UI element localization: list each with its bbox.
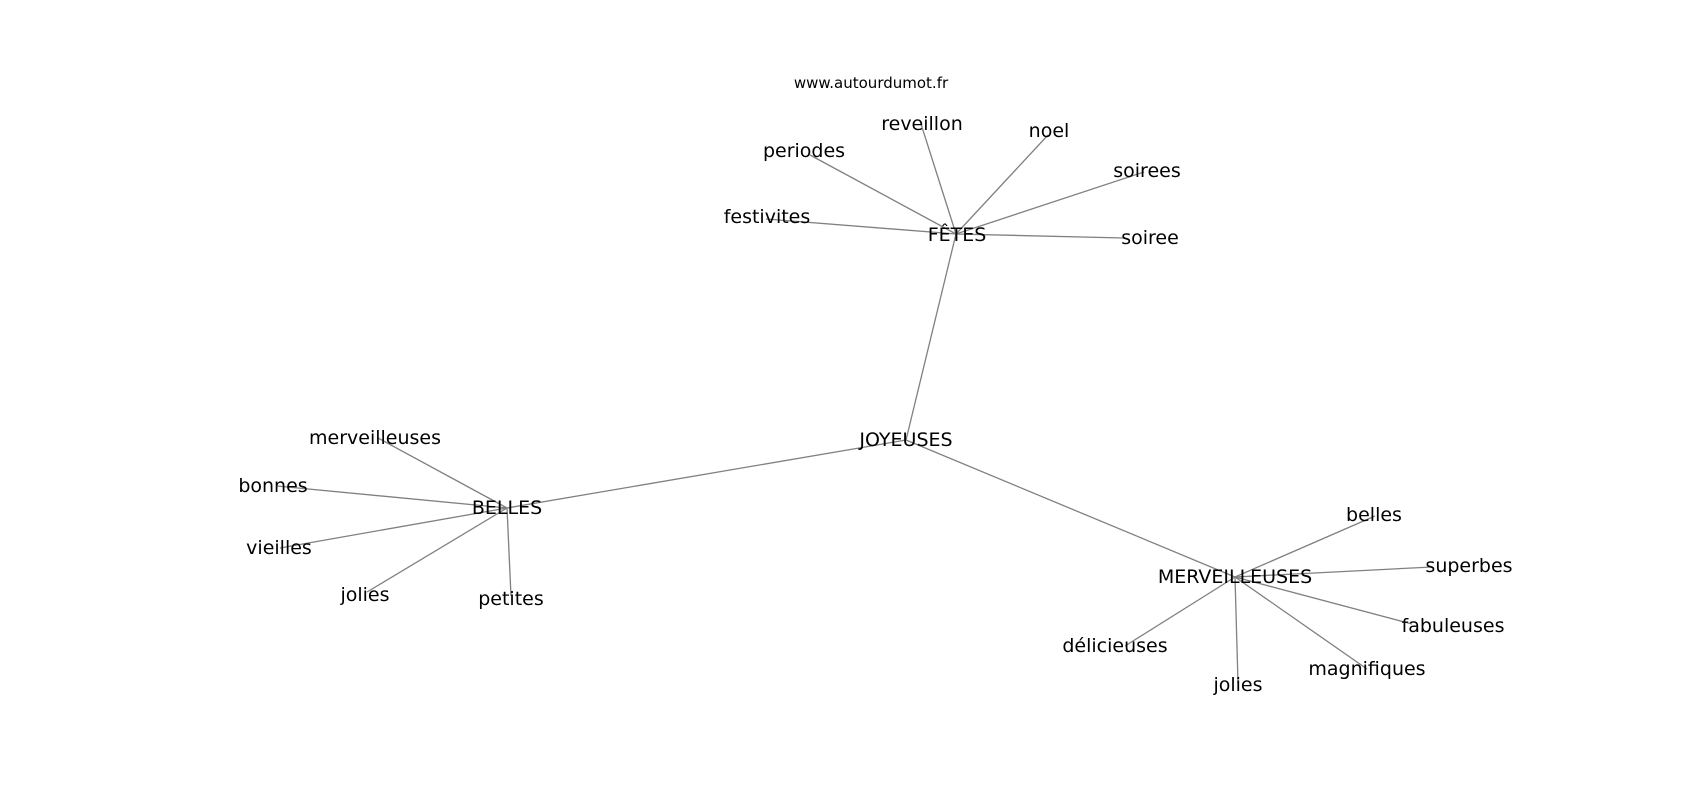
edge-center-fetes <box>905 233 957 441</box>
node-leaf-belles-3[interactable]: jolies <box>339 584 389 606</box>
edge-belles-2 <box>279 507 508 549</box>
edge-fetes-0 <box>920 123 957 235</box>
watermark: www.autourdumot.fr <box>794 74 949 92</box>
node-leaf-belles-2[interactable]: vieilles <box>246 537 312 559</box>
node-leaf-belles-0[interactable]: merveilleuses <box>309 427 441 449</box>
edge-merveilleuses-3 <box>1124 576 1236 647</box>
edge-center-merveilleuses <box>905 439 1236 578</box>
node-leaf-fetes-0[interactable]: reveillon <box>881 113 963 135</box>
edge-merveilleuses-1 <box>1234 566 1433 578</box>
node-hub-fetes[interactable]: FÊTES <box>928 223 987 246</box>
edge-belles-4 <box>506 507 512 597</box>
edge-fetes-2 <box>809 154 957 235</box>
edge-belles-0 <box>377 437 508 509</box>
edge-belles-3 <box>366 507 508 593</box>
graph-labels: www.autourdumot.fr JOYEUSES FÊTES reveill… <box>238 74 1512 696</box>
node-hub-belles[interactable]: BELLES <box>472 497 542 519</box>
node-leaf-merveilleuses-1[interactable]: superbes <box>1425 555 1512 577</box>
edge-fetes-3 <box>955 171 1145 235</box>
edge-center-belles <box>506 439 907 509</box>
node-hub-merveilleuses[interactable]: MERVEILLEUSES <box>1158 566 1312 588</box>
node-leaf-fetes-5[interactable]: soiree <box>1121 227 1179 249</box>
graph-edges <box>276 123 1433 684</box>
edge-fetes-4 <box>765 218 957 235</box>
node-leaf-belles-1[interactable]: bonnes <box>238 475 307 497</box>
node-leaf-belles-4[interactable]: petites <box>478 588 544 610</box>
node-leaf-merveilleuses-3[interactable]: délicieuses <box>1062 635 1167 657</box>
node-leaf-merveilleuses-0[interactable]: belles <box>1346 504 1402 526</box>
node-leaf-merveilleuses-2[interactable]: fabuleuses <box>1402 615 1505 637</box>
node-leaf-fetes-3[interactable]: soirees <box>1113 160 1180 182</box>
edge-fetes-5 <box>955 233 1125 239</box>
node-leaf-fetes-4[interactable]: festivites <box>724 206 811 228</box>
edge-fetes-1 <box>955 134 1049 235</box>
node-leaf-merveilleuses-5[interactable]: jolies <box>1212 674 1262 696</box>
node-leaf-merveilleuses-4[interactable]: magnifiques <box>1308 658 1425 680</box>
edge-merveilleuses-5 <box>1234 576 1239 684</box>
edge-merveilleuses-4 <box>1234 576 1368 670</box>
node-leaf-fetes-1[interactable]: noel <box>1029 120 1070 142</box>
node-center[interactable]: JOYEUSES <box>858 429 952 451</box>
edge-merveilleuses-2 <box>1234 576 1413 625</box>
node-leaf-fetes-2[interactable]: periodes <box>763 140 845 162</box>
edge-belles-1 <box>276 485 508 509</box>
edge-merveilleuses-0 <box>1234 515 1376 578</box>
